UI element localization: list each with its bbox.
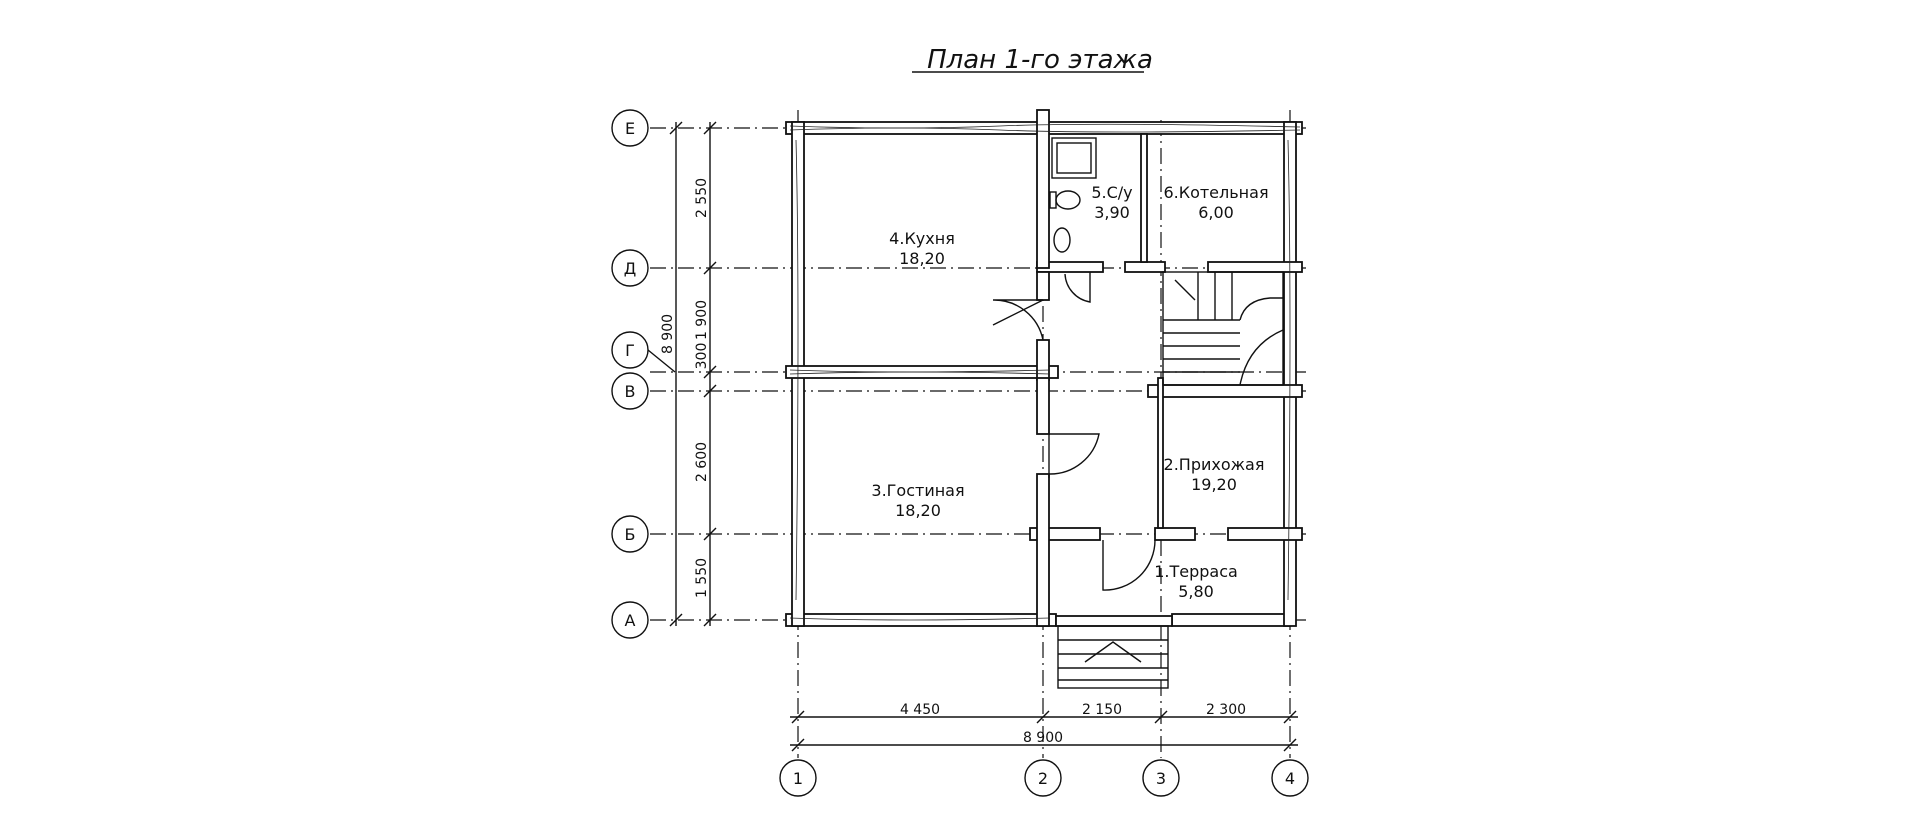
room-bathroom-area: 3,90: [1094, 203, 1130, 222]
room-labels: 4.Кухня 18,20 5.С/у 3,90 6.Котельная 6,0…: [871, 183, 1268, 601]
room-living-name: 3.Гостиная: [871, 481, 964, 500]
axis-row-e: Е: [625, 119, 635, 138]
room-boiler-area: 6,00: [1198, 203, 1234, 222]
axis-row-d: Д: [624, 259, 637, 278]
dim-left-4: 2 600: [694, 442, 710, 482]
room-hall-name: 2.Прихожая: [1164, 455, 1265, 474]
dim-left-2: 1 900: [694, 300, 710, 340]
axis-row-a: А: [625, 611, 636, 630]
room-kitchen-name: 4.Кухня: [889, 229, 955, 248]
dim-bottom-total: 8 900: [1023, 730, 1063, 746]
room-terrace-area: 5,80: [1178, 582, 1214, 601]
room-kitchen-area: 18,20: [899, 249, 945, 268]
doors: [992, 272, 1156, 591]
dim-left-3: 300: [694, 343, 710, 370]
room-hall-area: 19,20: [1191, 475, 1237, 494]
axis-row-g: Г: [625, 341, 635, 360]
dim-bottom-3: 2 300: [1206, 702, 1246, 718]
axis-col-1: 1: [793, 769, 803, 788]
staircase: [1162, 271, 1284, 386]
room-boiler-name: 6.Котельная: [1163, 183, 1268, 202]
room-bathroom-name: 5.С/у: [1091, 183, 1132, 202]
bottom-dimensions: 4 450 2 150 2 300 8 900: [790, 702, 1298, 752]
room-terrace-name: 1.Терраса: [1154, 562, 1238, 581]
plan-title: План 1-го этажа: [927, 45, 1153, 75]
walls: [785, 109, 1303, 627]
dim-left-total: 8 900: [660, 314, 676, 354]
dim-bottom-1: 4 450: [900, 702, 940, 718]
room-living-area: 18,20: [895, 501, 941, 520]
entry-steps: [1057, 625, 1169, 689]
axis-col-2: 2: [1038, 769, 1048, 788]
dim-bottom-2: 2 150: [1082, 702, 1122, 718]
row-axis-markers: Е Д Г В Б А: [611, 109, 676, 639]
bathroom-fixtures: [1049, 137, 1097, 253]
axis-col-3: 3: [1156, 769, 1166, 788]
axis-col-4: 4: [1285, 769, 1295, 788]
dim-left-1: 2 550: [694, 178, 710, 218]
left-dimensions: 2 550 1 900 300 2 600 1 550 8 900: [660, 121, 717, 627]
axis-row-v: В: [625, 382, 636, 401]
col-axis-markers: 1 2 3 4: [779, 759, 1309, 797]
dim-left-5: 1 550: [694, 558, 710, 598]
axis-row-b: Б: [625, 525, 636, 544]
wall-hatching: [789, 123, 1301, 621]
